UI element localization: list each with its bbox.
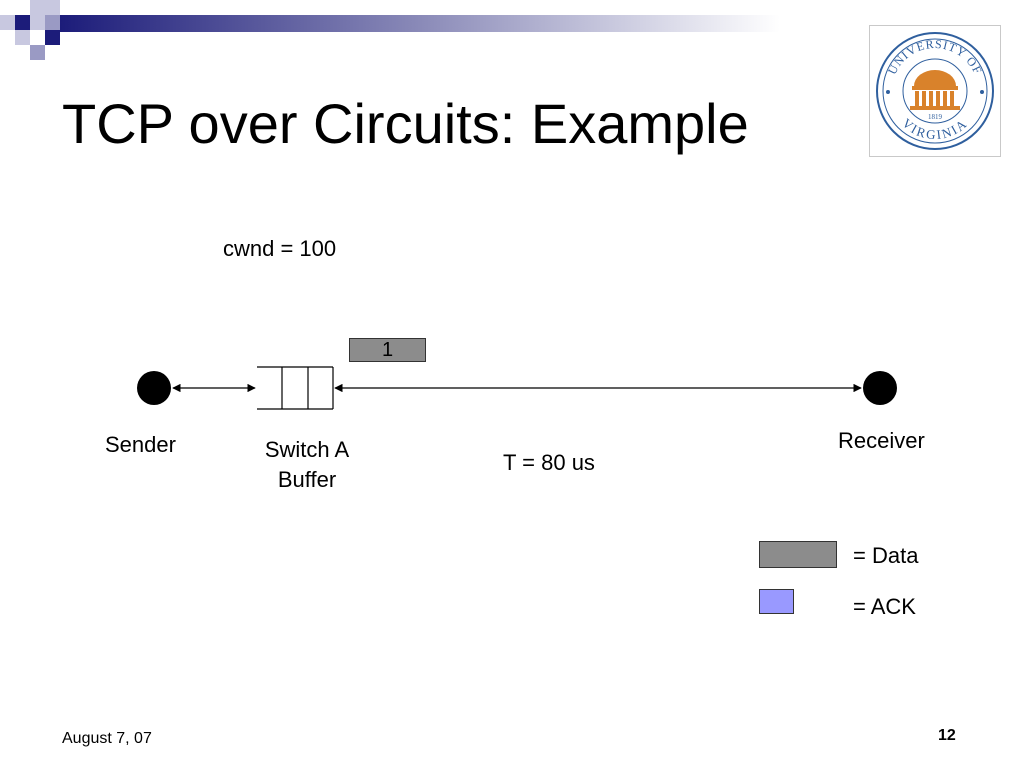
svg-text:1819: 1819 — [928, 113, 943, 121]
switch-a-buffer — [257, 366, 334, 410]
sender-node — [137, 371, 171, 405]
legend-ack-swatch — [759, 589, 794, 614]
switch-a-label-line1: Switch A — [264, 437, 350, 462]
receiver-node — [863, 371, 897, 405]
corner-square — [30, 45, 45, 60]
legend-data-label: = Data — [853, 543, 919, 568]
corner-square — [30, 0, 45, 15]
corner-square — [45, 30, 60, 45]
legend-ack-label: = ACK — [853, 594, 916, 619]
corner-square — [15, 30, 30, 45]
sender-label: Sender — [105, 432, 176, 457]
university-seal-logo: UNIVERSITY OF VIRGINIA 1819 — [869, 25, 1001, 157]
corner-square — [15, 15, 30, 30]
switch-a-label: Switch A Buffer — [248, 437, 366, 494]
corner-square — [0, 15, 15, 30]
corner-square — [30, 15, 45, 30]
data-packet: 1 — [349, 338, 426, 362]
receiver-label: Receiver — [838, 428, 925, 453]
footer-date: August 7, 07 — [62, 730, 152, 747]
delay-label: T = 80 us — [503, 450, 595, 475]
cwnd-label: cwnd = 100 — [223, 236, 337, 261]
gradient-band — [60, 15, 780, 32]
switch-a-label-line2: Buffer — [277, 467, 337, 493]
page-number: 12 — [938, 727, 956, 744]
slide-title: TCP over Circuits: Example — [62, 92, 749, 155]
seal-graphic: UNIVERSITY OF VIRGINIA 1819 — [876, 32, 994, 150]
corner-decoration — [0, 0, 780, 60]
corner-square — [45, 0, 60, 15]
corner-square — [45, 15, 60, 30]
legend-data-swatch — [759, 541, 837, 568]
